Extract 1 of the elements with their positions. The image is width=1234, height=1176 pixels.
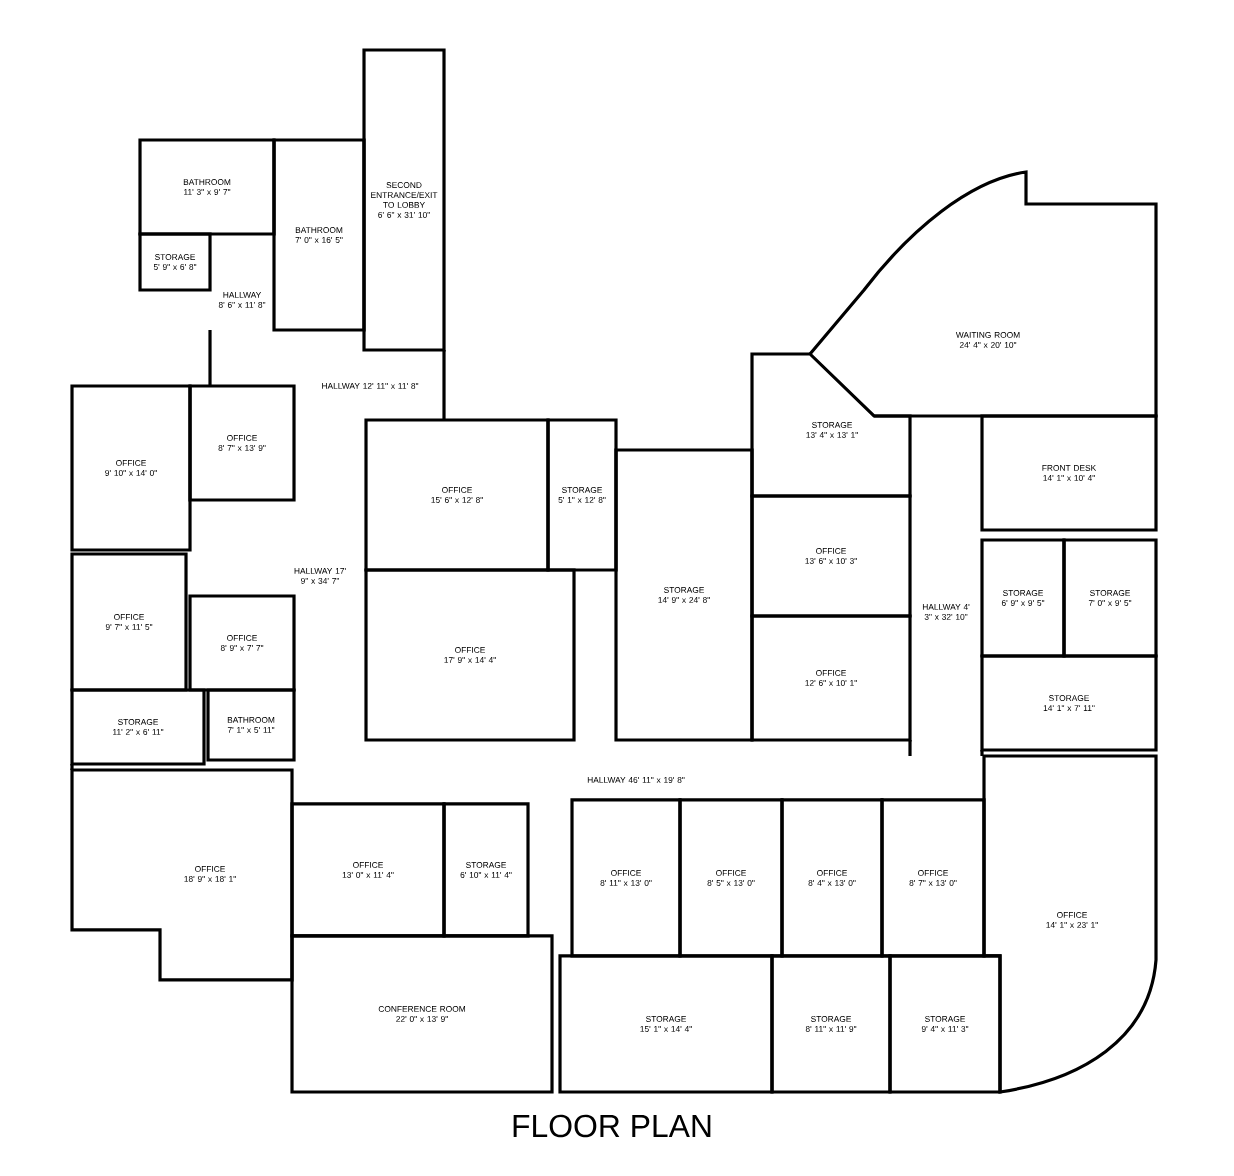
plan-title: FLOOR PLAN [513, 1114, 711, 1138]
